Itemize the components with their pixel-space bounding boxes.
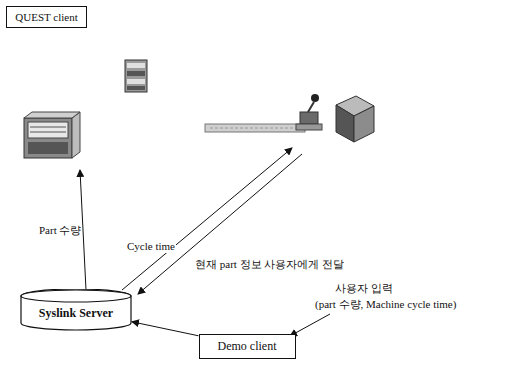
arrow — [290, 314, 330, 336]
client-label-box: QUEST client — [6, 6, 87, 28]
annotation-label: Part 수량 — [38, 224, 82, 237]
arrow — [138, 154, 302, 294]
connector-arrow — [132, 322, 199, 336]
annotation-label: Cycle time — [126, 240, 176, 253]
machine-icon — [125, 60, 147, 92]
conveyor — [205, 124, 305, 132]
annotation-label: 사용자 입력 — [334, 282, 394, 295]
node-text: Demo client — [218, 339, 277, 354]
database-cylinder: Syslink Server — [20, 289, 132, 331]
client-box: Demo client — [199, 334, 296, 359]
robot-icon — [296, 94, 322, 130]
annotation-label: 현재 part 정보 사용자에게 전달 — [194, 258, 345, 271]
node-text: QUEST client — [15, 10, 78, 24]
annotation-label: (part 수량, Machine cycle time) — [314, 298, 457, 311]
node-text: Syslink Server — [20, 306, 132, 321]
machine-icon — [24, 112, 80, 158]
machine-icon — [336, 96, 374, 142]
